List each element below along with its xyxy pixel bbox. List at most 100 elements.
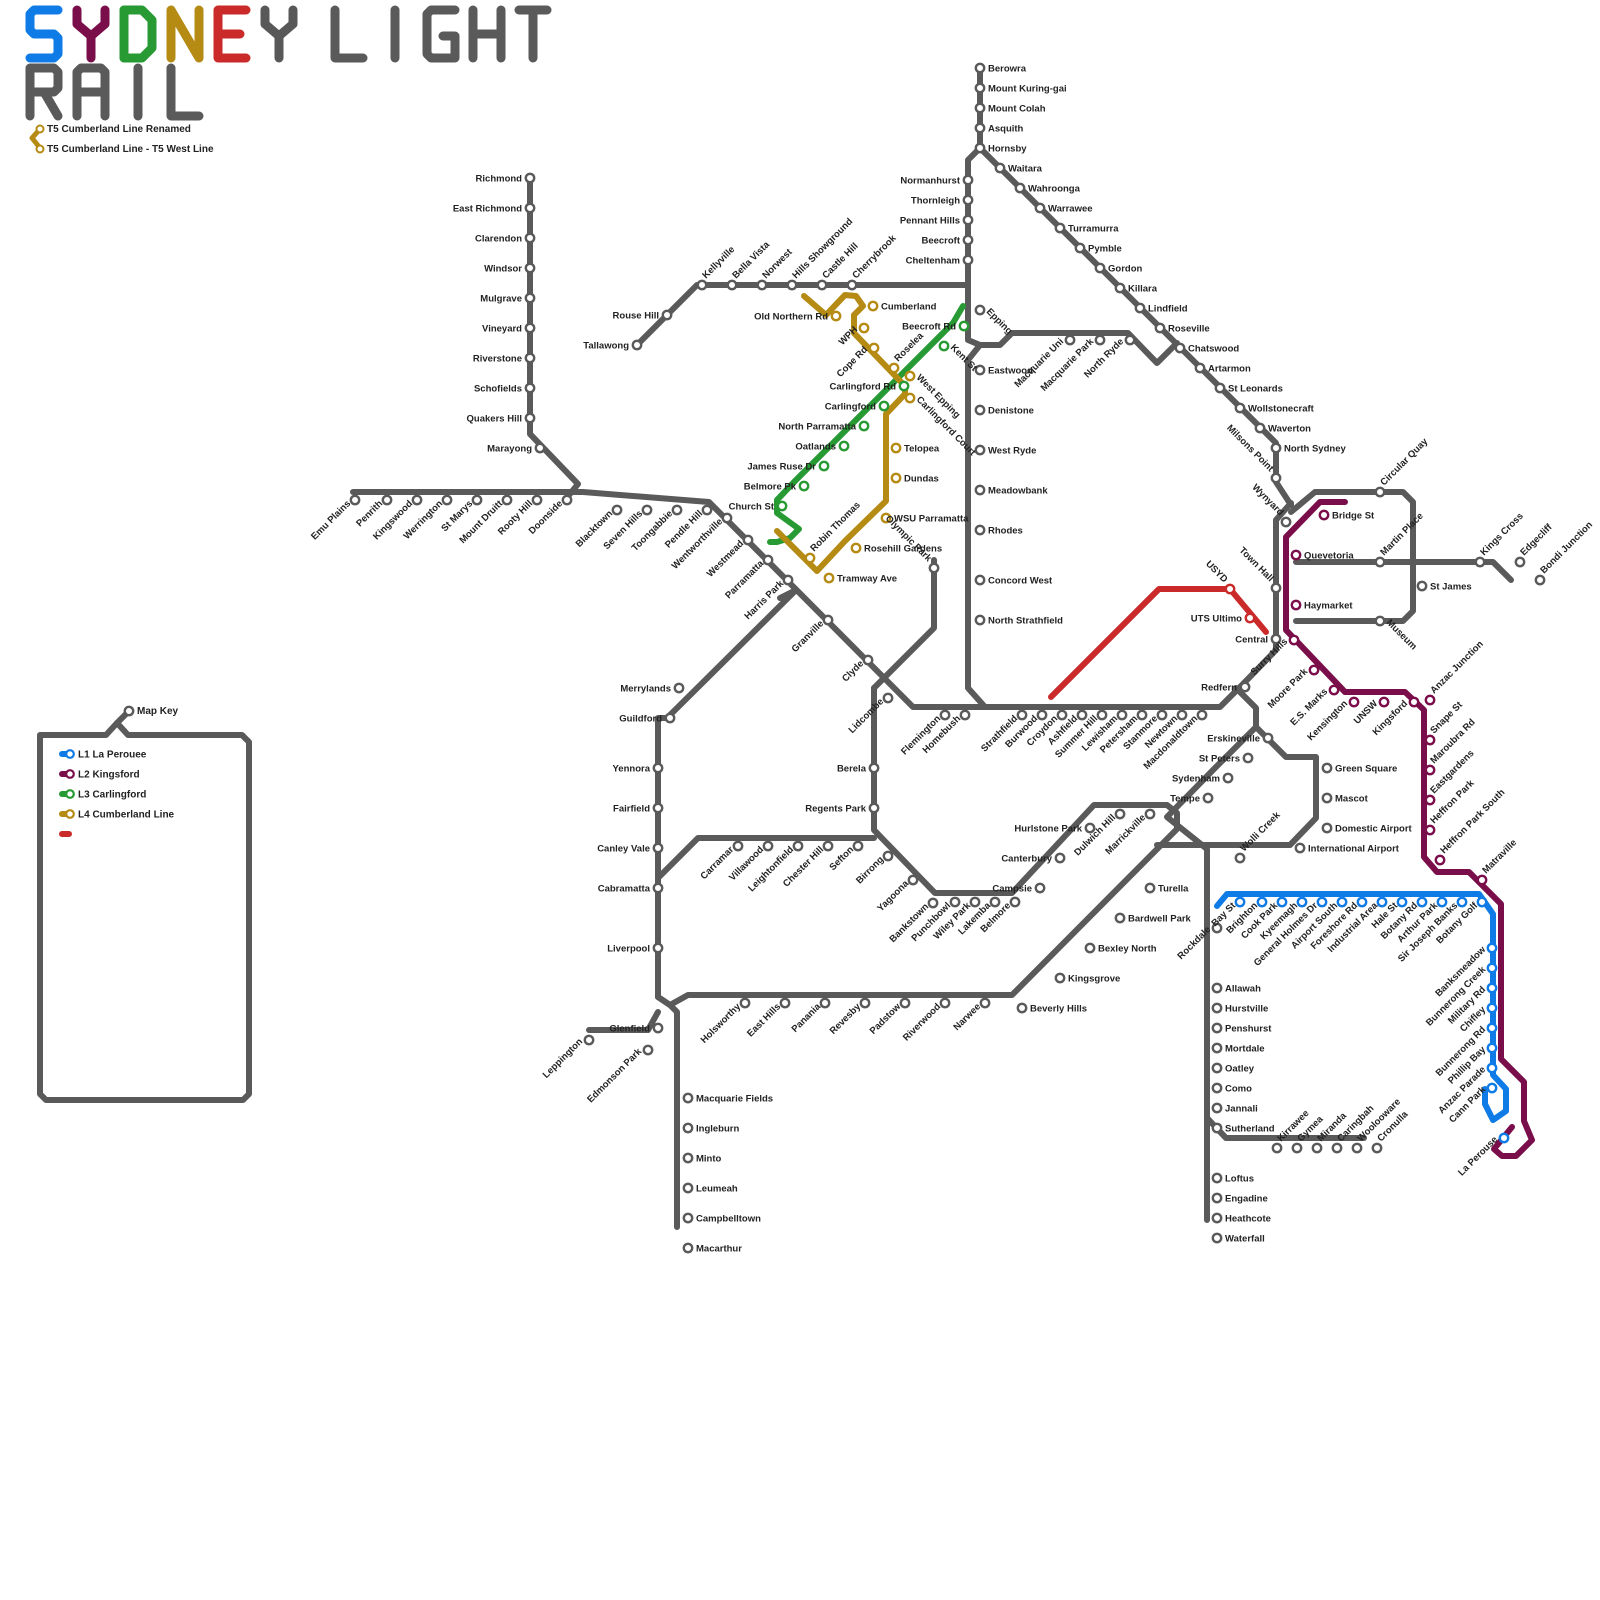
station-dot-snape-st[interactable] xyxy=(1426,736,1434,744)
station-dot-cherrybrook[interactable] xyxy=(848,281,856,289)
station-dot-lindfield[interactable] xyxy=(1136,304,1144,312)
station-dot-sefton[interactable] xyxy=(854,842,862,850)
station-dot-sutherland[interactable] xyxy=(1213,1124,1221,1132)
station-dot-narwee[interactable] xyxy=(981,999,989,1007)
station-dot-foreshore-rd[interactable] xyxy=(1358,898,1366,906)
station-dot-domestic-airport[interactable] xyxy=(1323,824,1331,832)
station-dot-macquarie-fields[interactable] xyxy=(684,1094,692,1102)
station-dot-canterbury[interactable] xyxy=(1056,854,1064,862)
station-dot-lidcombe[interactable] xyxy=(884,694,892,702)
station-dot-revesby[interactable] xyxy=(861,999,869,1007)
station-dot-belmore[interactable] xyxy=(1011,898,1019,906)
station-dot-st-james[interactable] xyxy=(1418,582,1426,590)
station-dot-e-s-marks[interactable] xyxy=(1330,686,1338,694)
station-dot-holsworthy[interactable] xyxy=(741,999,749,1007)
station-dot-carlingford-court[interactable] xyxy=(906,394,914,402)
station-dot-hurstville[interactable] xyxy=(1213,1004,1221,1012)
station-dot-warrawee[interactable] xyxy=(1036,204,1044,212)
station-dot-cope-rd[interactable] xyxy=(870,344,878,352)
station-dot-botany-golf[interactable] xyxy=(1478,898,1486,906)
station-dot-normanhurst[interactable] xyxy=(964,176,972,184)
station-dot-thornleigh[interactable] xyxy=(964,196,972,204)
station-dot-kirrawee[interactable] xyxy=(1273,1144,1281,1152)
station-dot-kingsgrove[interactable] xyxy=(1056,974,1064,982)
station-dot-killara[interactable] xyxy=(1116,284,1124,292)
station-dot-denistone[interactable] xyxy=(976,406,984,414)
station-dot-wahroonga[interactable] xyxy=(1016,184,1024,192)
station-dot-wentworthville[interactable] xyxy=(723,514,731,522)
station-dot-usyd[interactable] xyxy=(1226,585,1234,593)
station-dot-erskineville[interactable] xyxy=(1264,734,1272,742)
station-dot-heathcote[interactable] xyxy=(1213,1214,1221,1222)
station-dot-caringbah[interactable] xyxy=(1333,1144,1341,1152)
station-dot-stanmore[interactable] xyxy=(1158,711,1166,719)
station-dot-mortdale[interactable] xyxy=(1213,1044,1221,1052)
station-dot-kyeemagh[interactable] xyxy=(1298,898,1306,906)
station-dot-turramurra[interactable] xyxy=(1056,224,1064,232)
station-dot-bardwell-park[interactable] xyxy=(1116,914,1124,922)
station-dot-kent-st[interactable] xyxy=(940,342,948,350)
station-dot-town-hall[interactable] xyxy=(1272,584,1280,592)
station-dot-mascot[interactable] xyxy=(1323,794,1331,802)
station-dot-woolooware[interactable] xyxy=(1353,1144,1361,1152)
station-dot-unsw[interactable] xyxy=(1380,698,1388,706)
station-dot-maroubra-rd[interactable] xyxy=(1426,766,1434,774)
station-dot-chifley[interactable] xyxy=(1488,1004,1496,1012)
station-dot-wynyard[interactable] xyxy=(1282,518,1290,526)
station-dot-north-ryde[interactable] xyxy=(1126,336,1134,344)
station-dot-general-holmes-dr[interactable] xyxy=(1318,898,1326,906)
station-dot-miranda[interactable] xyxy=(1313,1144,1321,1152)
station-dot-castle-hill[interactable] xyxy=(818,281,826,289)
station-dot-loftus[interactable] xyxy=(1213,1174,1221,1182)
station-dot-dulwich-hill[interactable] xyxy=(1116,810,1124,818)
station-dot-west-epping[interactable] xyxy=(906,372,914,380)
station-dot-granville[interactable] xyxy=(824,616,832,624)
station-dot-yennora[interactable] xyxy=(654,764,662,772)
station-dot-windsor[interactable] xyxy=(526,264,534,272)
station-dot-lewisham[interactable] xyxy=(1118,711,1126,719)
station-dot-minto[interactable] xyxy=(684,1154,692,1162)
station-dot-north-strathfield[interactable] xyxy=(976,616,984,624)
station-dot-yagoona[interactable] xyxy=(909,876,917,884)
station-dot-st-peters[interactable] xyxy=(1244,754,1252,762)
station-dot-carramar[interactable] xyxy=(734,842,742,850)
station-dot-bay-st[interactable] xyxy=(1236,898,1244,906)
station-dot-mount-kuring-gai[interactable] xyxy=(976,84,984,92)
station-dot-padstow[interactable] xyxy=(901,999,909,1007)
station-dot-seven-hills[interactable] xyxy=(643,506,651,514)
station-dot-international-airport[interactable] xyxy=(1296,844,1304,852)
station-dot-oatley[interactable] xyxy=(1213,1064,1221,1072)
station-dot-old-northern-rd[interactable] xyxy=(832,312,840,320)
station-dot-cabramatta[interactable] xyxy=(654,884,662,892)
station-dot-olympic-park[interactable] xyxy=(930,564,938,572)
station-dot-lakemba[interactable] xyxy=(991,898,999,906)
station-dot-kings-cross[interactable] xyxy=(1476,558,1484,566)
station-dot-surry-hills[interactable] xyxy=(1290,636,1298,644)
station-dot-liverpool[interactable] xyxy=(654,944,662,952)
station-dot-hornsby[interactable] xyxy=(976,144,984,152)
station-dot-campsie[interactable] xyxy=(1036,884,1044,892)
station-dot-marayong[interactable] xyxy=(536,444,544,452)
station-dot-uts-ultimo[interactable] xyxy=(1246,614,1254,622)
station-dot-richmond[interactable] xyxy=(526,174,534,182)
station-dot-homebush[interactable] xyxy=(961,711,969,719)
station-dot-waitara[interactable] xyxy=(996,164,1004,172)
station-dot-edmonson-park[interactable] xyxy=(644,1046,652,1054)
station-dot-petersham[interactable] xyxy=(1138,711,1146,719)
station-dot-roselea[interactable] xyxy=(890,364,898,372)
station-dot-como[interactable] xyxy=(1213,1084,1221,1092)
station-dot-martin-place[interactable] xyxy=(1376,558,1384,566)
station-dot-edgecliff[interactable] xyxy=(1516,558,1524,566)
station-dot-clarendon[interactable] xyxy=(526,234,534,242)
station-dot-waterfall[interactable] xyxy=(1213,1234,1221,1242)
station-dot-tempe[interactable] xyxy=(1204,794,1212,802)
station-dot-ashfield[interactable] xyxy=(1078,711,1086,719)
station-dot-wiley-park[interactable] xyxy=(971,898,979,906)
station-dot-schofields[interactable] xyxy=(526,384,534,392)
station-dot-chester-hill[interactable] xyxy=(824,842,832,850)
station-dot-jannali[interactable] xyxy=(1213,1104,1221,1112)
station-dot-wollstonecraft[interactable] xyxy=(1236,404,1244,412)
station-dot-leppington[interactable] xyxy=(585,1036,593,1044)
station-dot-north-sydney[interactable] xyxy=(1272,444,1280,452)
station-dot-cann-park[interactable] xyxy=(1488,1084,1496,1092)
